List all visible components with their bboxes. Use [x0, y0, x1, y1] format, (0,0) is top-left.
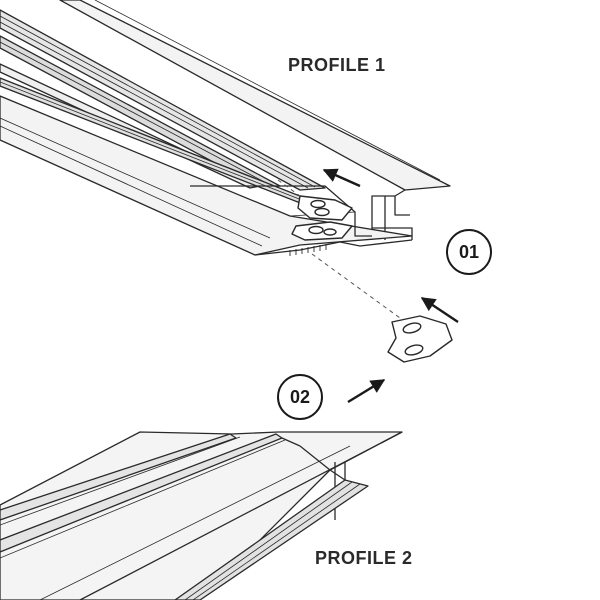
- profile-1-extrusion: [0, 0, 451, 256]
- profile-2-extrusion: [0, 431, 403, 600]
- loose-connector-bracket-icon: [387, 315, 453, 363]
- step-badge-02: 02: [277, 374, 323, 420]
- profile-2-label: PROFILE 2: [315, 548, 413, 568]
- arrow-icon: [420, 297, 459, 323]
- connector-bracket-icon: [291, 195, 353, 241]
- step-badge-01: 01: [446, 229, 492, 275]
- profile-1-label: PROFILE 1: [288, 55, 386, 75]
- arrow-icon: [322, 168, 361, 188]
- arrow-icon: [347, 378, 386, 404]
- guide-lines: [277, 179, 401, 319]
